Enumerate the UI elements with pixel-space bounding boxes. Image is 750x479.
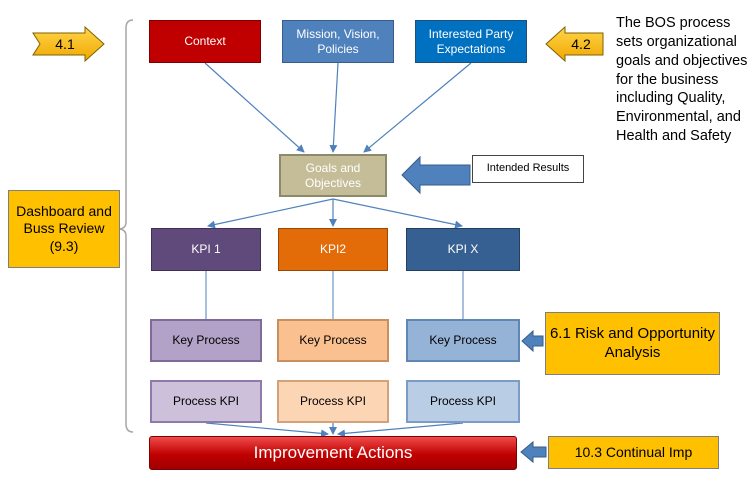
key-process-2-box: Key Process [277, 319, 389, 362]
process-kpi-1-box: Process KPI [150, 380, 262, 423]
context-box: Context [149, 20, 261, 63]
clause-42-label: 4.2 [571, 36, 591, 52]
dashboard-review-callout: Dashboard and Buss Review (9.3) [8, 190, 120, 268]
process-kpi-2-box: Process KPI [277, 380, 389, 423]
improvement-actions-box: Improvement Actions [149, 436, 517, 470]
continual-arrow-icon [520, 440, 547, 464]
goals-objectives-box: Goals and Objectives [279, 154, 387, 197]
arrow-goals-kpi1 [207, 198, 334, 229]
clause-42-arrow-icon [545, 25, 604, 63]
left-bracket [117, 19, 134, 433]
arrow-goals-kpix [332, 198, 463, 229]
interested-party-box: Interested Party Expectations [415, 20, 527, 63]
key-process-x-box: Key Process [406, 319, 520, 362]
intended-arrow-icon [401, 155, 471, 195]
intended-results-box: Intended Results [472, 155, 584, 183]
arrow-context-goals [204, 62, 305, 153]
clause-41-label: 4.1 [55, 36, 75, 52]
arrow-interested-goals [363, 62, 472, 153]
key-process-1-box: Key Process [150, 319, 262, 362]
kpi-1-box: KPI 1 [151, 228, 261, 271]
continual-improvement-callout: 10.3 Continual Imp [548, 436, 719, 469]
mission-vision-policies-box: Mission, Vision, Policies [282, 20, 394, 63]
kpi-2-box: KPI2 [278, 228, 388, 271]
process-kpi-x-box: Process KPI [406, 380, 520, 423]
risk-opportunity-callout: 6.1 Risk and Opportunity Analysis [545, 312, 720, 375]
bos-description: The BOS process sets organizational goal… [616, 15, 748, 145]
risk-arrow-icon [521, 329, 544, 353]
kpi-x-box: KPI X [406, 228, 520, 271]
arrow-pkx-improve [337, 422, 464, 438]
arrow-mission-goals [329, 62, 339, 153]
clause-41-arrow-icon [32, 25, 105, 63]
arrow-pk1-improve [205, 422, 329, 438]
